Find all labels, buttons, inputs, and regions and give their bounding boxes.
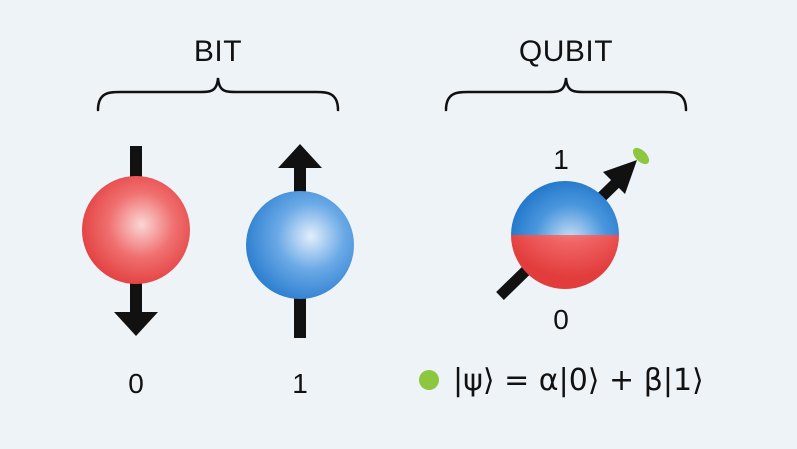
qubit-state-formula: |ψ⟩ = α|0⟩ + β|1⟩ — [453, 362, 704, 398]
bit-brace — [96, 77, 340, 112]
qubit-bottom-label: 0 — [553, 304, 569, 335]
bit-one-label: 1 — [292, 368, 308, 399]
qubit-phase-marker — [632, 147, 650, 165]
green-dot-icon — [419, 370, 439, 390]
bit-one-sphere — [246, 191, 354, 299]
qubit-formula-row: |ψ⟩ = α|0⟩ + β|1⟩ — [419, 362, 704, 398]
bit-heading: BIT — [193, 35, 243, 68]
bit-zero-label: 0 — [128, 368, 144, 399]
bit-zero-sphere — [82, 176, 190, 284]
qubit-heading: QUBIT — [518, 35, 614, 68]
qubit-top-label: 1 — [553, 144, 569, 175]
qubit-sphere — [511, 181, 619, 289]
qubit-brace — [444, 77, 688, 112]
